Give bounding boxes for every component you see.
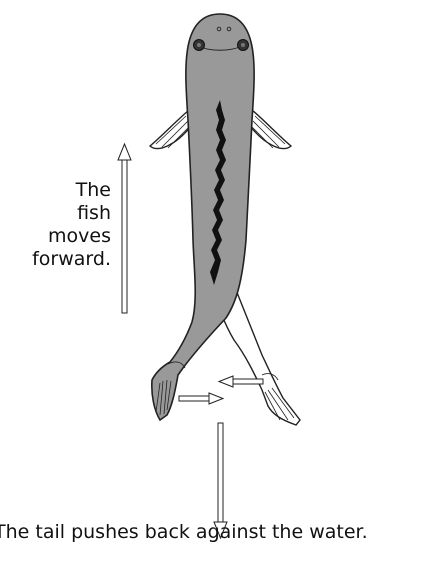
forward-caption: The fish moves forward.: [1, 179, 111, 271]
tail-caption: The tail pushes back against the water.: [0, 520, 440, 544]
arrow-right-icon: [179, 393, 223, 404]
fish-body: [152, 14, 254, 420]
forward-caption-line-1: The: [1, 179, 111, 202]
forward-caption-line-3: moves: [1, 225, 111, 248]
arrow-up-icon: [118, 144, 131, 313]
forward-caption-line-4: forward.: [1, 248, 111, 271]
right-pectoral-fin: [250, 110, 291, 149]
left-pectoral-fin: [150, 110, 191, 149]
forward-caption-line-2: fish: [1, 202, 111, 225]
